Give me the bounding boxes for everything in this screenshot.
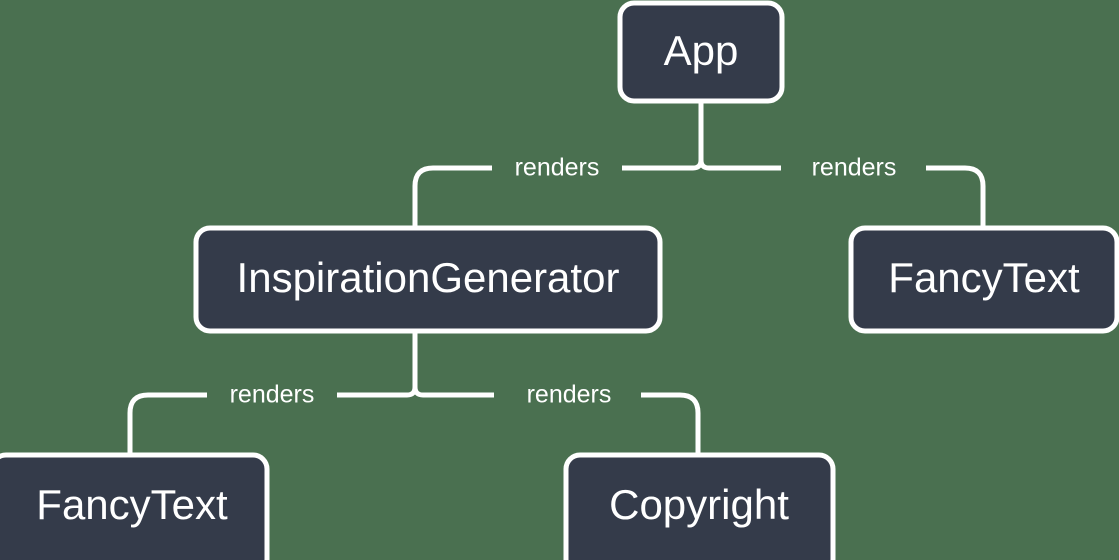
node-inspiration-generator[interactable]: InspirationGenerator [193,225,663,334]
edge-label-inspiration-fancytext: renders [230,381,315,409]
node-inspiration-generator-label: InspirationGenerator [237,254,620,301]
edge-app-inspiration-left-seg [412,165,492,228]
edge-label-inspiration-copyright: renders [527,381,612,409]
edge-group-app [412,101,986,228]
edge-label-group: renders renders renders renders [230,154,897,409]
node-copyright[interactable]: Copyright [563,452,836,560]
node-fancytext-right[interactable]: FancyText [848,225,1119,334]
node-copyright-box[interactable] [563,452,836,560]
edge-label-app-inspiration: renders [515,154,600,182]
node-copyright-label: Copyright [609,481,789,528]
node-fancytext-right-label: FancyText [888,254,1080,301]
edge-label-app-fancytext: renders [812,154,897,182]
node-inspiration-generator-box[interactable] [193,225,663,334]
edge-inspiration-copyright-right-seg [641,392,701,455]
node-app[interactable]: App [617,0,785,104]
node-fancytext-bottom-label: FancyText [36,481,228,528]
edge-app-fancytext-right-seg [926,165,986,228]
node-fancytext-bottom-box[interactable] [0,452,270,560]
edge-group-inspiration [127,331,701,455]
node-app-label: App [664,27,739,74]
edge-inspiration-fancytext-left-seg [127,392,207,455]
edge-inspiration-stem-right [412,331,424,398]
node-fancytext-right-box[interactable] [848,225,1119,334]
node-fancytext-bottom[interactable]: FancyText [0,452,270,560]
node-app-box[interactable] [617,0,785,104]
edge-app-stem-right [698,101,710,171]
